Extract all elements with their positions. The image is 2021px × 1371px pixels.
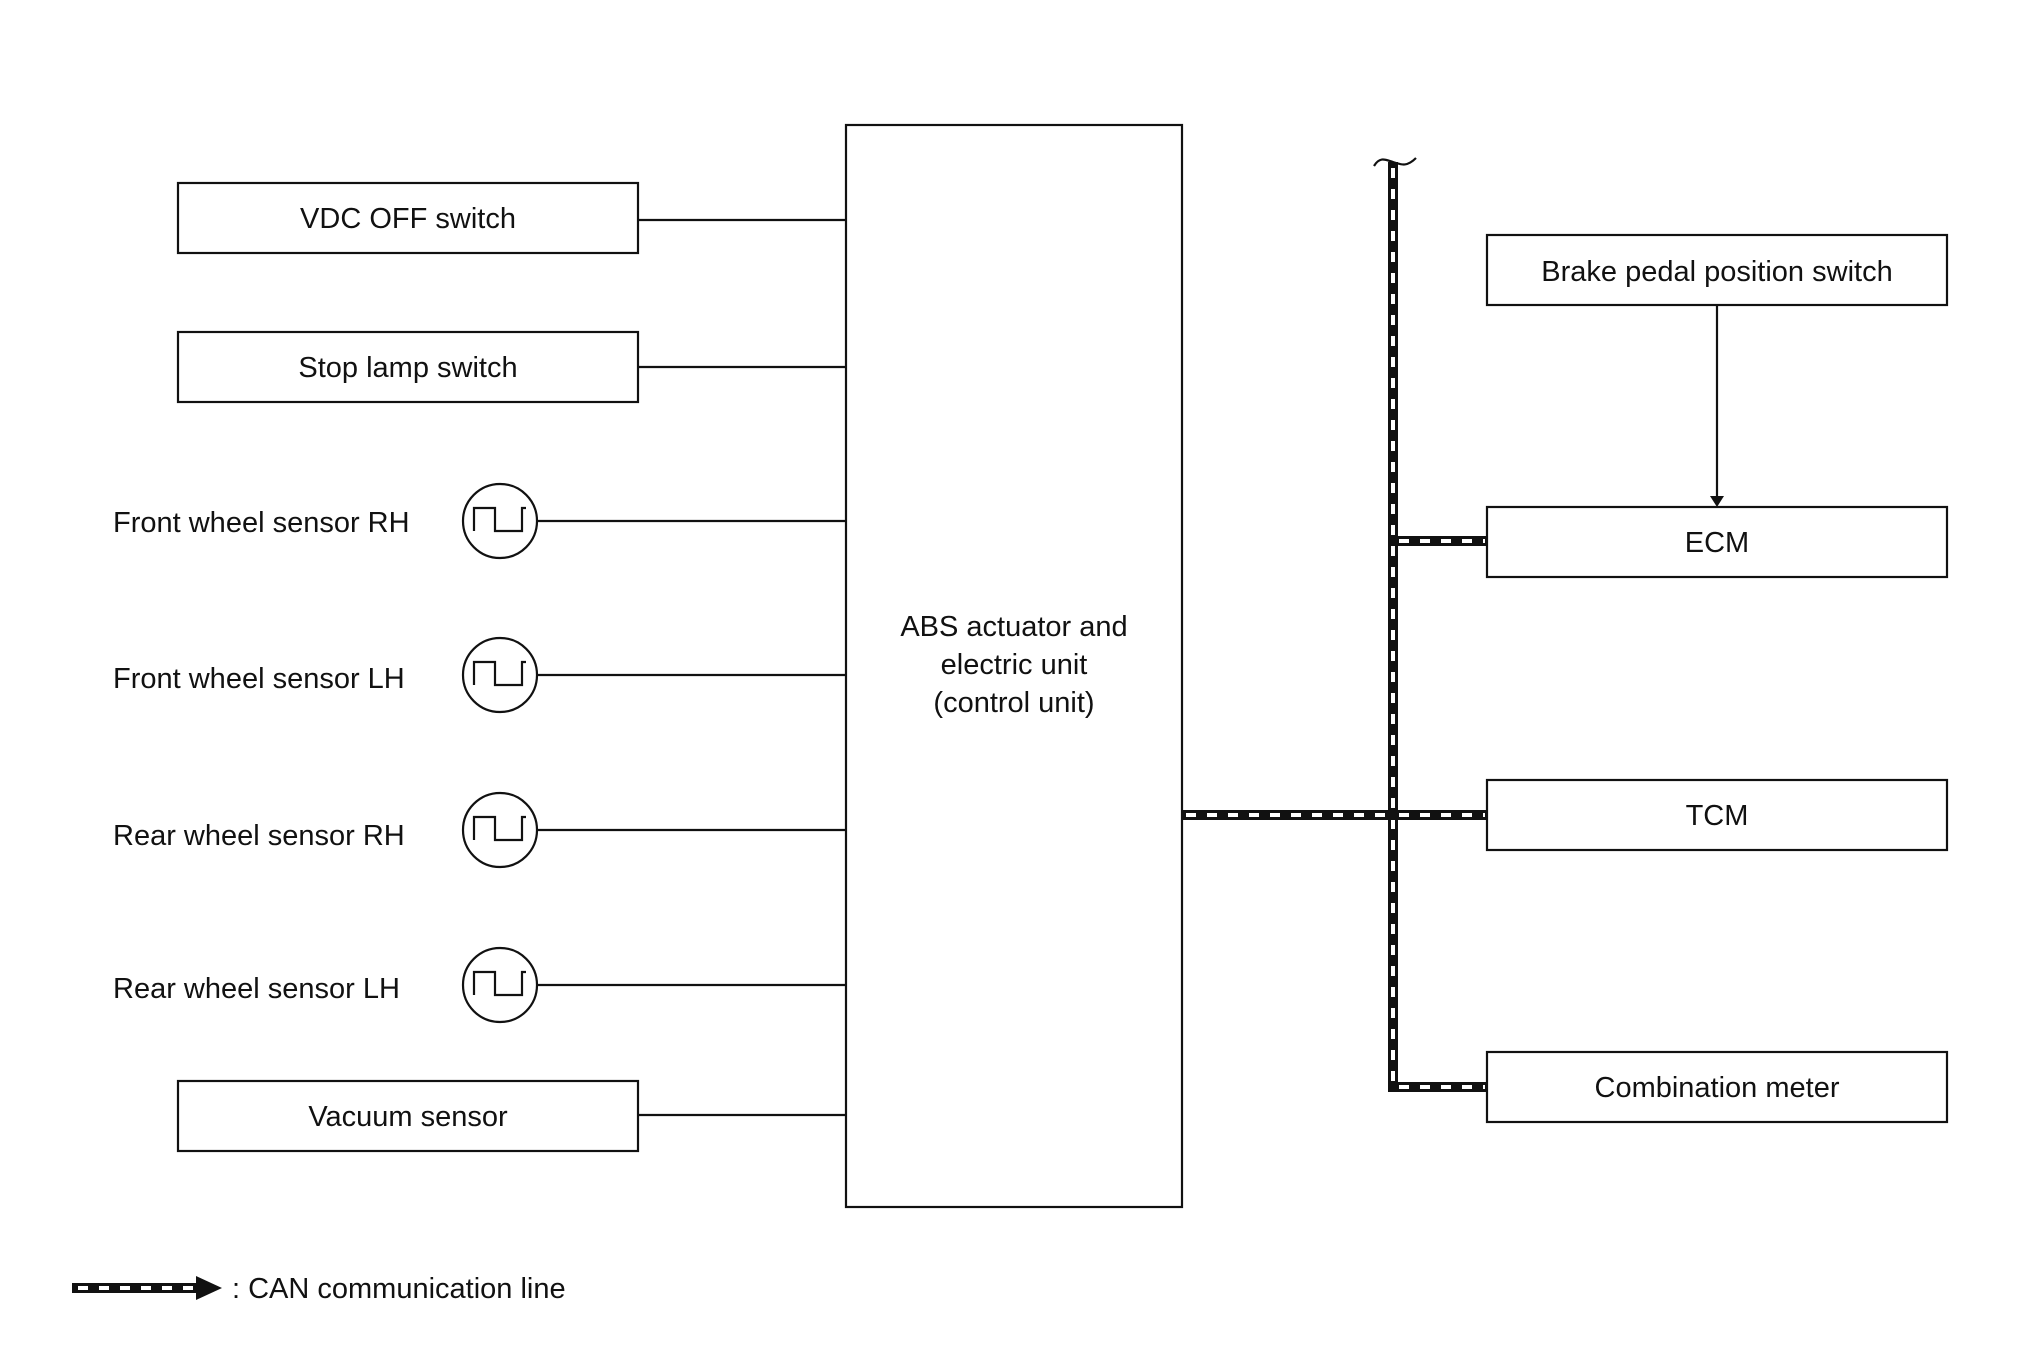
rear-wheel-sensor-lh-label: Rear wheel sensor LH [113, 973, 400, 1005]
abs-control-unit: ABS actuator and electric unit (control … [844, 123, 1184, 1209]
can-bus-continuation-mark [1373, 157, 1417, 167]
square-wave-pulse-icon [461, 791, 539, 869]
stop-lamp-switch-label: Stop lamp switch [298, 352, 517, 384]
ecm-block: ECM [1485, 505, 1949, 579]
rear-wheel-sensor-lh: Rear wheel sensor LH [113, 946, 846, 1024]
control-unit-label-line3: (control unit) [933, 687, 1094, 719]
tcm-block: TCM [1485, 778, 1949, 852]
dashed-bus-arrow-icon [72, 1276, 222, 1300]
front-wheel-sensor-lh-label: Front wheel sensor LH [113, 663, 405, 695]
combination-meter-label: Combination meter [1595, 1072, 1840, 1104]
rear-wheel-sensor-rh: Rear wheel sensor RH [113, 791, 846, 869]
control-unit-label-line2: electric unit [941, 649, 1088, 681]
square-wave-pulse-icon [461, 636, 539, 714]
control-unit-label-line1: ABS actuator and [900, 611, 1127, 643]
legend: : CAN communication line [72, 1273, 566, 1305]
combination-meter-block: Combination meter [1485, 1050, 1949, 1124]
ecm-label: ECM [1685, 527, 1749, 559]
square-wave-pulse-icon [461, 482, 539, 560]
front-wheel-sensor-rh-label: Front wheel sensor RH [113, 507, 410, 539]
front-wheel-sensor-lh: Front wheel sensor LH [113, 636, 846, 714]
legend-label: : CAN communication line [232, 1273, 566, 1305]
vacuum-sensor-block: Vacuum sensor [176, 1079, 846, 1153]
vdc-off-switch-label: VDC OFF switch [300, 203, 516, 235]
brake-pedal-position-switch-label: Brake pedal position switch [1541, 256, 1892, 288]
stop-lamp-switch-block: Stop lamp switch [176, 330, 846, 404]
vdc-off-switch-block: VDC OFF switch [176, 181, 846, 255]
brake-pedal-position-switch-block: Brake pedal position switch [1485, 233, 1949, 507]
arrow-down-icon [1710, 496, 1724, 507]
vacuum-sensor-label: Vacuum sensor [308, 1101, 508, 1133]
front-wheel-sensor-rh: Front wheel sensor RH [113, 482, 846, 560]
rear-wheel-sensor-rh-label: Rear wheel sensor RH [113, 820, 405, 852]
can-bus [1182, 157, 1487, 1092]
tcm-label: TCM [1686, 800, 1749, 832]
square-wave-pulse-icon [461, 946, 539, 1024]
